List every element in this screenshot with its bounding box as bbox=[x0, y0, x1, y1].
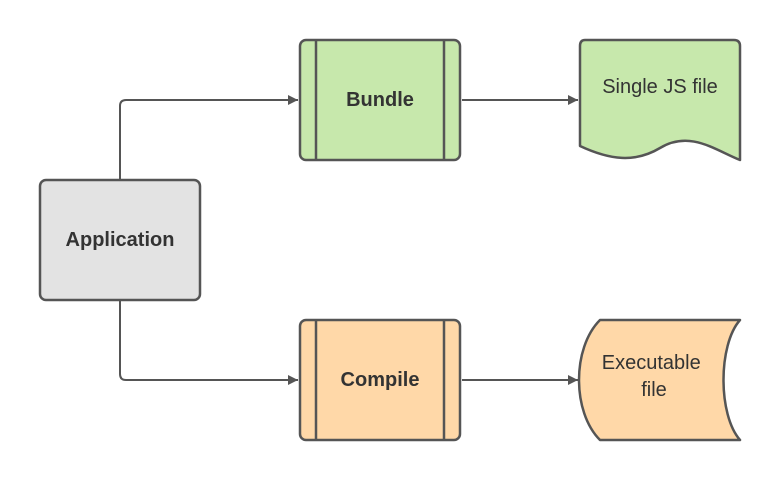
bundle-label: Bundle bbox=[346, 89, 414, 111]
executable-file-stored-data-shape bbox=[577, 318, 742, 442]
executable-file-label-line-2: file bbox=[641, 379, 667, 401]
compile-box bbox=[298, 318, 462, 442]
node-single-js-file: Single JS file bbox=[578, 38, 742, 162]
bundle-box bbox=[298, 38, 462, 162]
executable-file-label: Executable file bbox=[602, 352, 707, 401]
single-js-file-document-shape bbox=[578, 38, 742, 162]
node-compile: Compile bbox=[298, 318, 462, 442]
application-label: Application bbox=[66, 229, 175, 251]
node-bundle: Bundle bbox=[298, 38, 462, 162]
single-js-file-label: Single JS file bbox=[602, 76, 718, 98]
node-application: Application bbox=[38, 178, 202, 302]
application-box bbox=[38, 178, 202, 302]
compile-label: Compile bbox=[341, 369, 420, 391]
node-executable-file: Executable file bbox=[577, 318, 742, 442]
connector-application-to-bundle bbox=[119, 95, 298, 180]
executable-file-label-line-1: Executable bbox=[602, 352, 701, 374]
connector-application-to-compile bbox=[119, 300, 298, 385]
